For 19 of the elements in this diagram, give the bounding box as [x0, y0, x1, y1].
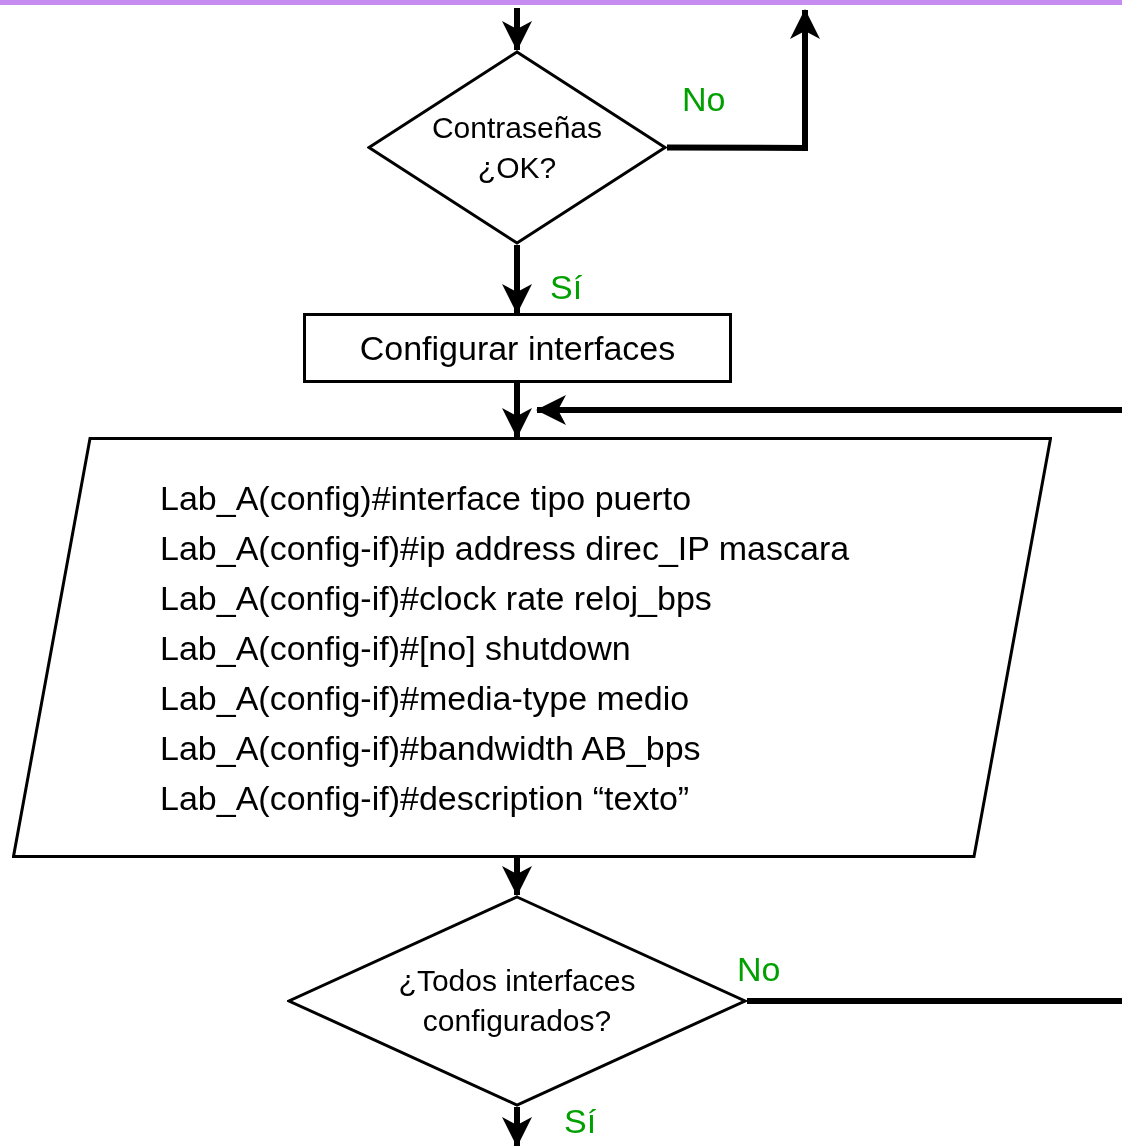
decision-text: ¿Todos interfaces configurados? — [397, 963, 637, 1039]
process-box — [303, 313, 732, 383]
command-line: Lab_A(config-if)#description “texto” — [160, 778, 690, 818]
arrow — [502, 1107, 532, 1146]
command-line: Lab_A(config-if)#ip address direc_IP mascara — [160, 528, 850, 568]
node-text: Configurar interfaces — [358, 328, 677, 368]
command-line: Lab_A(config-if)#bandwidth AB_bps — [160, 728, 701, 768]
arrow — [536, 395, 1122, 425]
arrow — [502, 383, 532, 438]
arrow — [667, 9, 820, 151]
decision-text: Contraseñas ¿OK? — [430, 109, 604, 186]
arrow — [502, 858, 532, 896]
arrow — [502, 245, 532, 314]
arrow — [502, 8, 532, 51]
command-line: Lab_A(config-if)#clock rate reloj_bps — [160, 578, 712, 618]
connector-line — [747, 998, 1122, 1004]
command-line: Lab_A(config-if)#media-type medio — [160, 678, 690, 718]
command-line: Lab_A(config-if)#[no] shutdown — [160, 628, 631, 668]
command-line: Lab_A(config)#interface tipo puerto — [160, 478, 692, 518]
